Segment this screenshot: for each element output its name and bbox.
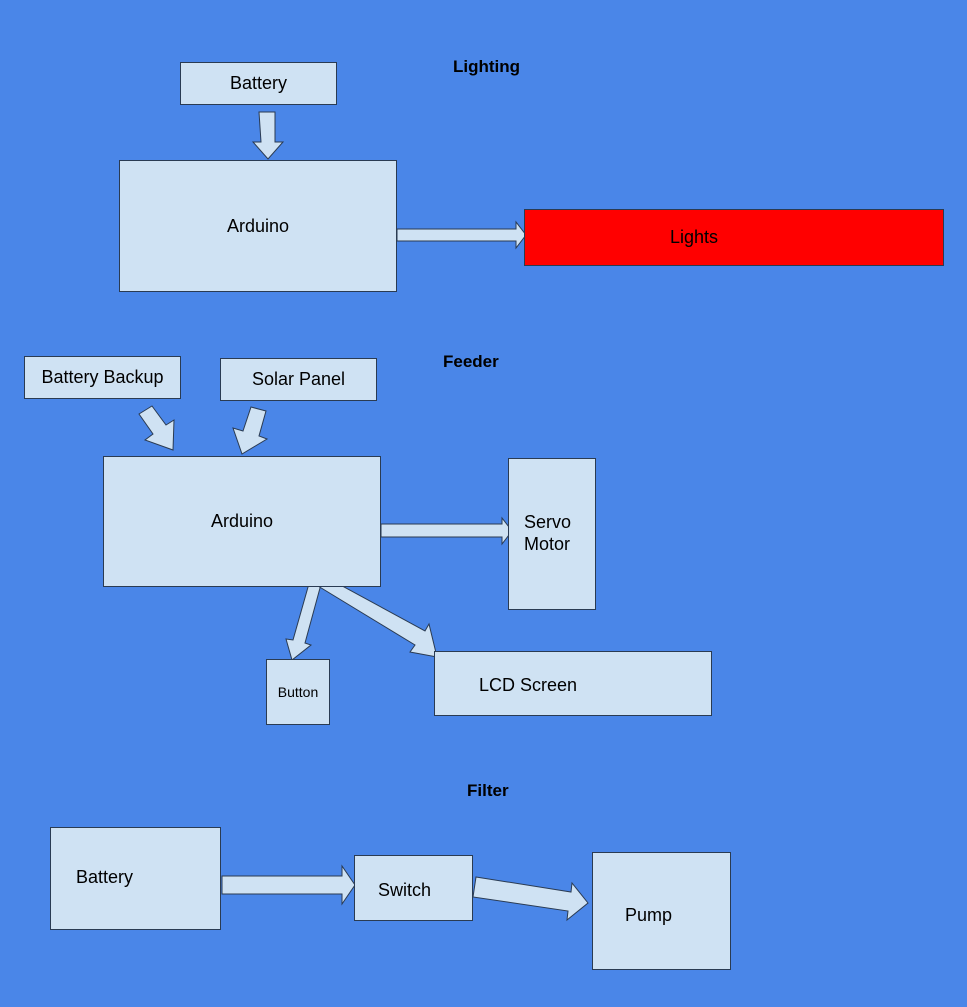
feeder-lcd-screen-box: LCD Screen: [434, 651, 712, 716]
feeder-servo-motor-label-line1: Servo: [524, 512, 572, 532]
feeder-lcd-screen-label: LCD Screen: [479, 675, 578, 695]
feeder-servo-motor-box: Servo Motor: [508, 458, 596, 610]
lighting-battery-box: Battery: [180, 62, 337, 105]
filter-switch-label: Switch: [378, 880, 432, 900]
arrow-arduino-to-servo: [380, 516, 513, 546]
section-title-feeder: Feeder: [443, 352, 499, 371]
arrow-battery-to-arduino-lighting: [251, 111, 285, 160]
lighting-lights-label: Lights: [669, 227, 719, 247]
arrow-arduino-to-lights: [396, 220, 527, 250]
section-title-lighting: Lighting: [453, 57, 521, 76]
feeder-button-label: Button: [277, 684, 319, 700]
lighting-arduino-box: Arduino: [119, 160, 397, 292]
arrow-arduino-to-button: [285, 572, 324, 661]
filter-battery-label: Battery: [76, 867, 134, 887]
feeder-servo-motor-label-line2: Motor: [524, 534, 571, 554]
feeder-solar-panel-label: Solar Panel: [251, 369, 346, 389]
lighting-lights-box: Lights: [524, 209, 944, 266]
arrow-battery-to-switch: [221, 864, 356, 906]
feeder-battery-backup-label: Battery Backup: [41, 367, 164, 387]
feeder-button-box: Button: [266, 659, 330, 725]
filter-pump-box: Pump: [592, 852, 731, 970]
lighting-arduino-label: Arduino: [226, 215, 290, 236]
filter-switch-box: Switch: [354, 855, 473, 921]
arrow-battery-backup-to-arduino: [138, 405, 175, 451]
feeder-battery-backup-box: Battery Backup: [24, 356, 181, 399]
feeder-solar-panel-box: Solar Panel: [220, 358, 377, 401]
lighting-battery-label: Battery: [229, 73, 288, 93]
feeder-arduino-label: Arduino: [210, 511, 274, 531]
feeder-arduino-box: Arduino: [103, 456, 381, 587]
section-title-filter: Filter: [467, 781, 509, 800]
arrow-solar-panel-to-arduino: [232, 406, 269, 455]
filter-battery-box: Battery: [50, 827, 221, 930]
arrow-switch-to-pump: [472, 876, 589, 922]
arrow-arduino-to-lcd: [317, 575, 438, 658]
filter-pump-label: Pump: [625, 905, 673, 925]
